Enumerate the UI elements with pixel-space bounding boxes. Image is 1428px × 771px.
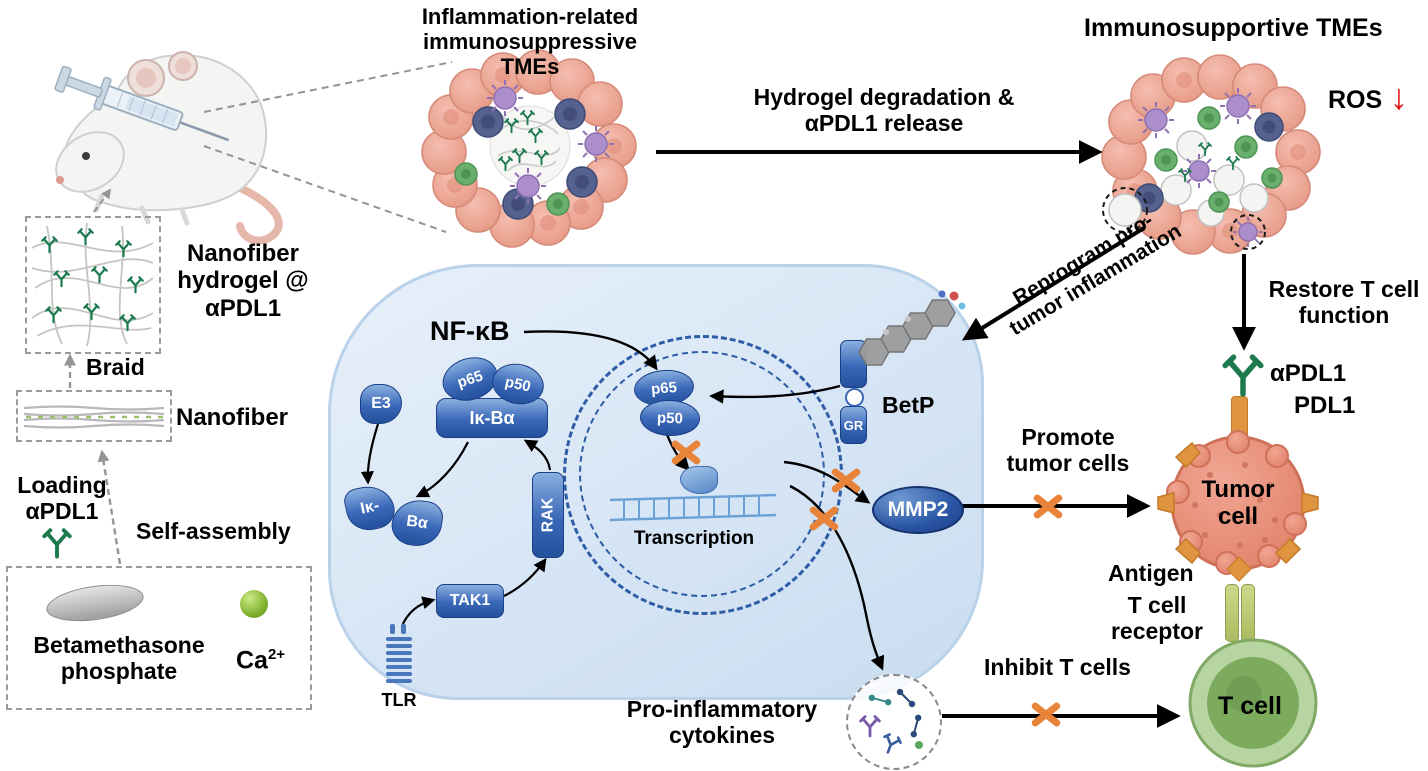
cytokine-molecules bbox=[859, 686, 930, 757]
pdl1-label: PDL1 bbox=[1294, 392, 1356, 419]
tcell-label: T cell bbox=[1218, 692, 1282, 720]
tcr-chain-icon bbox=[1241, 584, 1255, 642]
transcription-label: Transcription bbox=[633, 528, 755, 549]
braid-label: Braid bbox=[86, 354, 145, 380]
tlr-receptor bbox=[386, 624, 412, 683]
tcr-label: T cell receptor bbox=[1110, 592, 1204, 645]
apdl1-antibody-icon bbox=[42, 528, 72, 559]
mouse-tail bbox=[232, 182, 283, 245]
tumor-cell bbox=[1157, 430, 1319, 575]
gr-receptor-node: GR bbox=[840, 406, 867, 444]
calcium-superscript: 2+ bbox=[267, 646, 286, 663]
calcium-ion-icon bbox=[240, 590, 268, 618]
mouse-illustration bbox=[54, 51, 283, 245]
block-x-icon bbox=[1029, 697, 1063, 731]
mmp2-node: MMP2 bbox=[872, 486, 964, 534]
betamethasone-label: Betamethasone phosphate bbox=[33, 632, 205, 685]
tumor-cell-granules bbox=[1192, 462, 1278, 548]
mouse-eye bbox=[82, 152, 90, 160]
dna-transcription-site bbox=[609, 493, 777, 522]
irak-kinase-node: RAK bbox=[532, 472, 564, 558]
cytokines-bubble bbox=[846, 674, 942, 770]
nanofiber-strand bbox=[23, 405, 165, 429]
self-assembly-label: Self-assembly bbox=[136, 518, 291, 544]
betp-label: BetP bbox=[882, 392, 935, 418]
nanofiber-label: Nanofiber bbox=[176, 404, 289, 431]
hydrogel-mesh-box bbox=[25, 216, 161, 354]
antigen-label: Antigen bbox=[1108, 560, 1194, 586]
nanofiber-box bbox=[16, 390, 172, 442]
ikb-alpha-node: Iκ-Bα bbox=[436, 398, 548, 438]
block-x-icon bbox=[807, 501, 841, 535]
t-cell bbox=[1188, 638, 1318, 768]
dendritic-cells bbox=[1138, 88, 1256, 188]
tak1-node: TAK1 bbox=[436, 584, 504, 618]
tlr-label: TLR bbox=[381, 690, 417, 710]
calcium-base: Ca bbox=[236, 646, 268, 675]
loading-apdl1-label: Loading αPDL1 bbox=[17, 472, 107, 525]
block-x-icon bbox=[669, 435, 703, 469]
betamethasone-molecule-icon bbox=[858, 290, 966, 366]
block-x-icon bbox=[829, 463, 863, 497]
ros-decrease-arrow-icon: ↓ bbox=[1390, 76, 1408, 117]
highlight-circle bbox=[1230, 214, 1266, 250]
immunosupportive-tme-title: Immunosupportive TMEs bbox=[1084, 14, 1383, 42]
irak-kinase-text: RAK bbox=[539, 497, 557, 533]
highlight-circle bbox=[1102, 187, 1148, 233]
calcium-label: Ca2+ bbox=[236, 646, 285, 675]
tumor-cell-label: Tumor cell bbox=[1201, 476, 1275, 531]
mouse-nose bbox=[56, 176, 64, 184]
ros-label: ROS bbox=[1328, 86, 1383, 114]
e3-ligase-node: E3 bbox=[360, 384, 402, 424]
tumor-surface-receptors bbox=[1157, 441, 1319, 565]
syringe-icon bbox=[54, 65, 230, 142]
reprogrammed-cells bbox=[1160, 130, 1269, 227]
inhibit-tcells-label: Inhibit T cells bbox=[984, 654, 1131, 680]
block-x-icon bbox=[1031, 489, 1065, 523]
components-box bbox=[6, 566, 312, 710]
tcr-chain-icon bbox=[1225, 584, 1239, 642]
degradation-arrow-label: Hydrogel degradation & αPDL1 release bbox=[753, 84, 1015, 137]
hydrogel-mesh bbox=[31, 222, 154, 347]
nk-cells bbox=[454, 162, 570, 216]
hydrogel-label: Nanofiber hydrogel @ αPDL1 bbox=[177, 240, 309, 322]
immunosupportive-tme-cluster bbox=[1101, 54, 1321, 255]
promote-tumor-label: Promote tumor cells bbox=[1006, 424, 1130, 477]
dendritic-cells bbox=[487, 80, 614, 204]
restore-arrow-label: Restore T cell function bbox=[1268, 276, 1420, 329]
polymerase-icon bbox=[680, 466, 718, 494]
inflammation-tme-cluster bbox=[421, 49, 637, 248]
apdl1-antibody-icon bbox=[1222, 354, 1264, 396]
apdl1-label: αPDL1 bbox=[1270, 360, 1347, 387]
nk-cells bbox=[1154, 106, 1283, 213]
inflammation-tme-title: Inflammation-related immunosuppressive T… bbox=[421, 4, 639, 80]
nfkb-label: NF-κB bbox=[430, 316, 510, 346]
cytokines-label: Pro-inflammatory cytokines bbox=[626, 696, 818, 749]
